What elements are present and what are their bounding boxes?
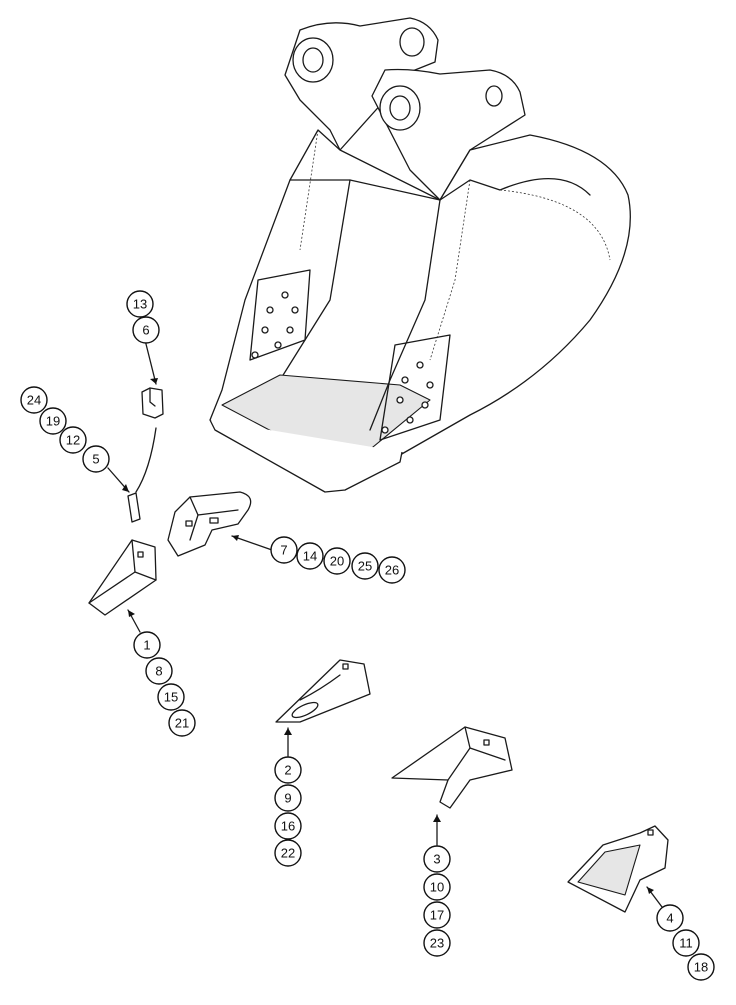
tooth-part-1 [88, 539, 157, 616]
svg-text:26: 26 [385, 563, 399, 578]
bucket-drawing [209, 17, 631, 493]
tooth-part-4 [567, 825, 669, 913]
callout-14: 14 [296, 542, 324, 570]
svg-text:16: 16 [281, 819, 295, 834]
leader-lines [107, 339, 663, 908]
callout-2: 2 [274, 756, 302, 784]
svg-text:9: 9 [284, 791, 291, 806]
svg-text:12: 12 [66, 433, 80, 448]
svg-text:11: 11 [679, 936, 693, 951]
svg-text:17: 17 [430, 908, 444, 923]
callout-12: 12 [59, 426, 87, 454]
callout-23: 23 [423, 929, 451, 957]
callout-5: 5 [82, 445, 110, 473]
callout-22: 22 [274, 839, 302, 867]
svg-text:3: 3 [433, 852, 440, 867]
lock-part [141, 387, 164, 419]
svg-text:7: 7 [280, 543, 287, 558]
tooth-part-2 [275, 659, 371, 723]
callout-10: 10 [423, 873, 451, 901]
callout-6: 6 [132, 316, 160, 344]
svg-text:24: 24 [27, 393, 41, 408]
callout-9: 9 [274, 784, 302, 812]
callout-16: 16 [274, 812, 302, 840]
tooth-part-3 [391, 726, 513, 809]
callout-26: 26 [378, 556, 406, 584]
pin-part [127, 492, 141, 523]
svg-text:1: 1 [143, 638, 150, 653]
callout-15: 15 [157, 683, 185, 711]
svg-text:4: 4 [666, 911, 673, 926]
svg-text:23: 23 [430, 936, 444, 951]
callout-8: 8 [145, 657, 173, 685]
callout-19: 19 [39, 407, 67, 435]
callout-1: 1 [133, 631, 161, 659]
callout-7: 7 [270, 536, 298, 564]
svg-text:5: 5 [92, 452, 99, 467]
callout-25: 25 [351, 552, 379, 580]
pin-lock-connector [135, 427, 157, 493]
callout-11: 11 [672, 929, 700, 957]
svg-text:20: 20 [330, 554, 344, 569]
svg-text:21: 21 [175, 716, 189, 731]
svg-text:15: 15 [164, 690, 178, 705]
svg-text:8: 8 [155, 664, 162, 679]
adapter-part [167, 491, 252, 557]
callout-3: 3 [423, 845, 451, 873]
svg-text:19: 19 [46, 414, 60, 429]
svg-text:2: 2 [284, 763, 291, 778]
svg-text:13: 13 [133, 297, 147, 312]
callout-21: 21 [168, 709, 196, 737]
svg-text:25: 25 [358, 559, 372, 574]
callout-13: 13 [126, 290, 154, 318]
bolt-holes-right [381, 361, 434, 434]
svg-text:10: 10 [430, 880, 444, 895]
callout-20: 20 [323, 547, 351, 575]
callout-4: 4 [656, 904, 684, 932]
bolt-holes-left [251, 291, 299, 359]
callout-18: 18 [687, 953, 715, 981]
callout-17: 17 [423, 901, 451, 929]
svg-text:22: 22 [281, 846, 295, 861]
svg-text:18: 18 [694, 960, 708, 975]
svg-text:14: 14 [303, 549, 317, 564]
callout-24: 24 [20, 386, 48, 414]
svg-text:6: 6 [142, 323, 149, 338]
